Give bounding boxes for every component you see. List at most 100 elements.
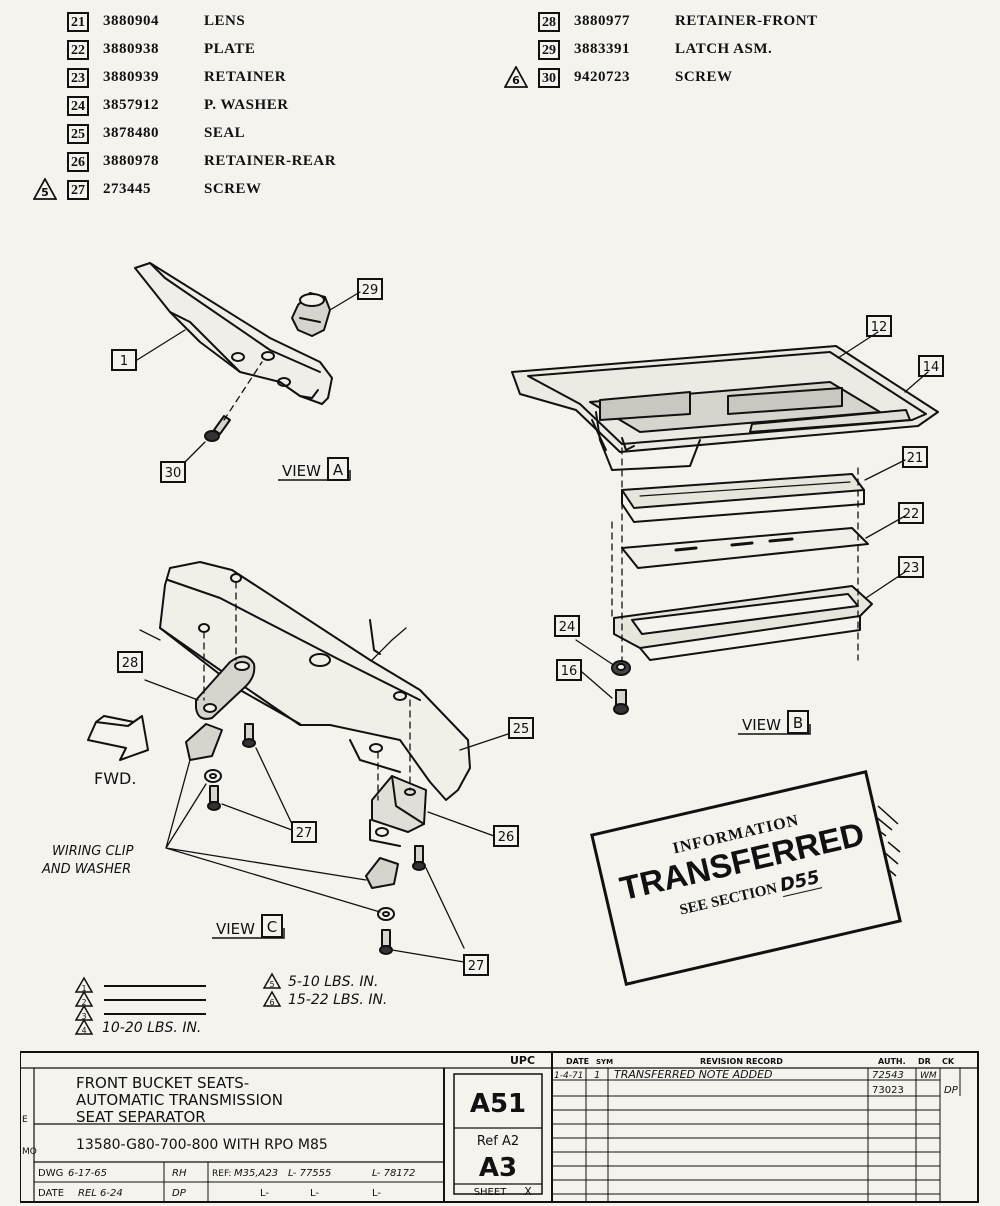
rev-date: 1-4-71 xyxy=(554,1071,583,1081)
latch-assembly xyxy=(291,292,331,337)
callout-25: 25 xyxy=(513,722,530,737)
exploded-view-drawing: FWD. 1 29 30 12 14 21 22 23 24 16 28 25 … xyxy=(41,262,944,1036)
retainer-23 xyxy=(613,585,873,661)
rev-checker: DP xyxy=(944,1085,959,1096)
washer-24 xyxy=(611,660,631,676)
part-description: LATCH ASM. xyxy=(675,41,773,57)
upc-code: A51 xyxy=(470,1089,526,1119)
flag-5: 5 xyxy=(269,980,274,989)
torque-value-3: 10-20 LBS. IN. xyxy=(102,1020,201,1036)
part-description: RETAINER xyxy=(204,69,287,85)
part-number: 273445 xyxy=(103,181,151,197)
sheet-code: A3 xyxy=(479,1153,517,1183)
side-label-mo: MO xyxy=(22,1147,37,1157)
retainer-rear-26 xyxy=(369,775,427,847)
date-label: DATE xyxy=(38,1188,64,1199)
title-block: UPC DATE SYM REVISION RECORD AUTH. DR CK… xyxy=(20,1051,979,1203)
flag-3: 3 xyxy=(81,1012,86,1021)
part-description: RETAINER-FRONT xyxy=(675,13,818,29)
sheet-mark: X xyxy=(524,1185,532,1198)
callout-21: 21 xyxy=(907,451,924,466)
view-c-separator-body xyxy=(139,561,471,801)
rev-auth-1: 72543 xyxy=(872,1070,904,1081)
release-initials: DP xyxy=(172,1188,187,1199)
wiring-note: WIRING CLIP AND WASHER xyxy=(41,844,134,877)
callout-28: 28 xyxy=(122,656,139,671)
part-number: 3880978 xyxy=(103,153,159,169)
flag-number: 6 xyxy=(512,74,520,87)
lens-21 xyxy=(621,473,865,523)
callout-27: 27 xyxy=(296,826,313,841)
part-number: 3880938 xyxy=(103,41,159,57)
part-number: 3880977 xyxy=(574,13,630,29)
item-number: 28 xyxy=(538,12,560,32)
view-c-letter: C xyxy=(267,918,277,936)
torque-flag-icon: 6 xyxy=(504,66,528,88)
torque-value-6: 15-22 LBS. IN. xyxy=(288,992,387,1008)
part-number: 3883391 xyxy=(574,41,630,57)
part-description: PLATE xyxy=(204,41,256,57)
dwg-date: 6-17-65 xyxy=(68,1168,107,1179)
item-number: 29 xyxy=(538,40,560,60)
title-line-3: SEAT SEPARATOR xyxy=(76,1108,206,1126)
part-description: P. WASHER xyxy=(204,97,289,113)
callouts: 1 29 30 12 14 21 22 23 24 16 28 25 26 27… xyxy=(111,278,944,976)
view-a-letter: A xyxy=(333,461,344,479)
screws-27 xyxy=(207,723,426,955)
item-number: 25 xyxy=(67,124,89,144)
view-labels: VIEW A VIEW B VIEW C xyxy=(212,457,811,939)
item-number: 24 xyxy=(67,96,89,116)
rev-drafter: WM xyxy=(920,1071,937,1081)
screw-30 xyxy=(204,415,231,442)
dwg-initials: RH xyxy=(172,1168,187,1179)
upc-header: UPC xyxy=(510,1054,535,1067)
rev-date-header: DATE xyxy=(566,1057,589,1066)
view-b-label: VIEW xyxy=(742,716,781,734)
callout-1: 1 xyxy=(120,354,128,369)
torque-legend xyxy=(74,972,282,1035)
view-a-label: VIEW xyxy=(282,462,321,480)
part-number: 9420723 xyxy=(574,69,630,85)
item-number: 21 xyxy=(67,12,89,32)
callout-29: 29 xyxy=(362,283,379,298)
ref-label: REF: xyxy=(212,1169,231,1179)
rev-text: TRANSFERRED NOTE ADDED xyxy=(614,1068,773,1081)
title-line-2: AUTOMATIC TRANSMISSION xyxy=(76,1091,283,1109)
view-b-letter: B xyxy=(793,714,803,732)
part-description: SEAL xyxy=(204,125,246,141)
view-b-separator xyxy=(511,345,939,471)
callout-16: 16 xyxy=(561,664,578,679)
title-line-1: FRONT BUCKET SEATS- xyxy=(76,1074,249,1092)
rev-sym: 1 xyxy=(594,1070,600,1081)
callout-23: 23 xyxy=(903,561,920,576)
ref-l1: L- 77555 xyxy=(288,1168,331,1179)
ck-header: CK xyxy=(942,1057,955,1066)
part-number: 3878480 xyxy=(103,125,159,141)
part-description: RETAINER-REAR xyxy=(204,153,337,169)
ref-l3: L- xyxy=(260,1188,269,1199)
wiring-note-line1: WIRING CLIP xyxy=(52,844,134,859)
model-line: 13580-G80-700-800 WITH RPO M85 xyxy=(76,1137,328,1153)
item-number: 23 xyxy=(67,68,89,88)
callout-22: 22 xyxy=(903,507,920,522)
ref-a2: Ref A2 xyxy=(477,1134,519,1149)
release-date: REL 6-24 xyxy=(78,1188,123,1199)
flag-6: 6 xyxy=(269,998,274,1007)
dwg-label: DWG xyxy=(38,1168,63,1179)
side-label-e: E xyxy=(22,1115,28,1125)
wiring-note-line2: AND WASHER xyxy=(41,862,131,877)
torque-flag-icon: 5 xyxy=(33,178,57,200)
part-number: 3857912 xyxy=(103,97,159,113)
flag-4: 4 xyxy=(81,1026,86,1035)
view-c-label: VIEW xyxy=(216,920,255,938)
stamp-section: D55 xyxy=(778,866,822,898)
flag-1: 1 xyxy=(81,984,86,993)
flag-number: 5 xyxy=(41,186,49,199)
dr-header: DR xyxy=(918,1057,931,1066)
callout-24: 24 xyxy=(559,620,576,635)
part-number: 3880939 xyxy=(103,69,159,85)
fwd-label: FWD. xyxy=(94,769,136,788)
item-number: 27 xyxy=(67,180,89,200)
callout-30: 30 xyxy=(165,466,182,481)
item-number: 22 xyxy=(67,40,89,60)
